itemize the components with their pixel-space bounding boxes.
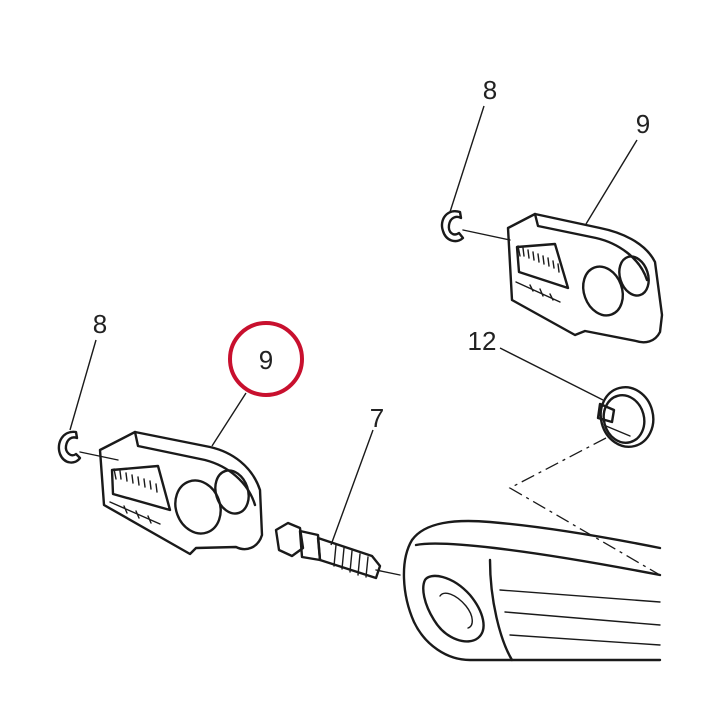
leader-8-left [69, 339, 97, 431]
leader-9-right [585, 139, 638, 225]
cap-right [596, 386, 655, 448]
adjust-bolt [274, 521, 382, 580]
e-clip-left [57, 430, 82, 464]
bolt-axis-line [375, 569, 401, 576]
leader-12 [499, 347, 604, 401]
callout-7: 7 [370, 403, 384, 433]
chain-adjuster-right [506, 212, 664, 344]
chain-adjuster-left [98, 430, 264, 556]
swingarm-end [402, 519, 662, 662]
axis-line-right [462, 229, 511, 241]
e-clip-right [440, 210, 465, 243]
highlight-ring [228, 321, 304, 397]
callout-8-left: 8 [93, 309, 107, 339]
leader-8-right [449, 105, 485, 213]
leader-7 [330, 429, 374, 546]
callout-9-right: 9 [636, 109, 650, 139]
axis-line-left [79, 451, 119, 461]
leader-9-left [211, 392, 247, 447]
alignment-dash-line [508, 437, 661, 576]
callout-9-left: 9 [259, 345, 273, 375]
callout-8-right: 8 [483, 75, 497, 105]
callout-12: 12 [468, 326, 497, 356]
